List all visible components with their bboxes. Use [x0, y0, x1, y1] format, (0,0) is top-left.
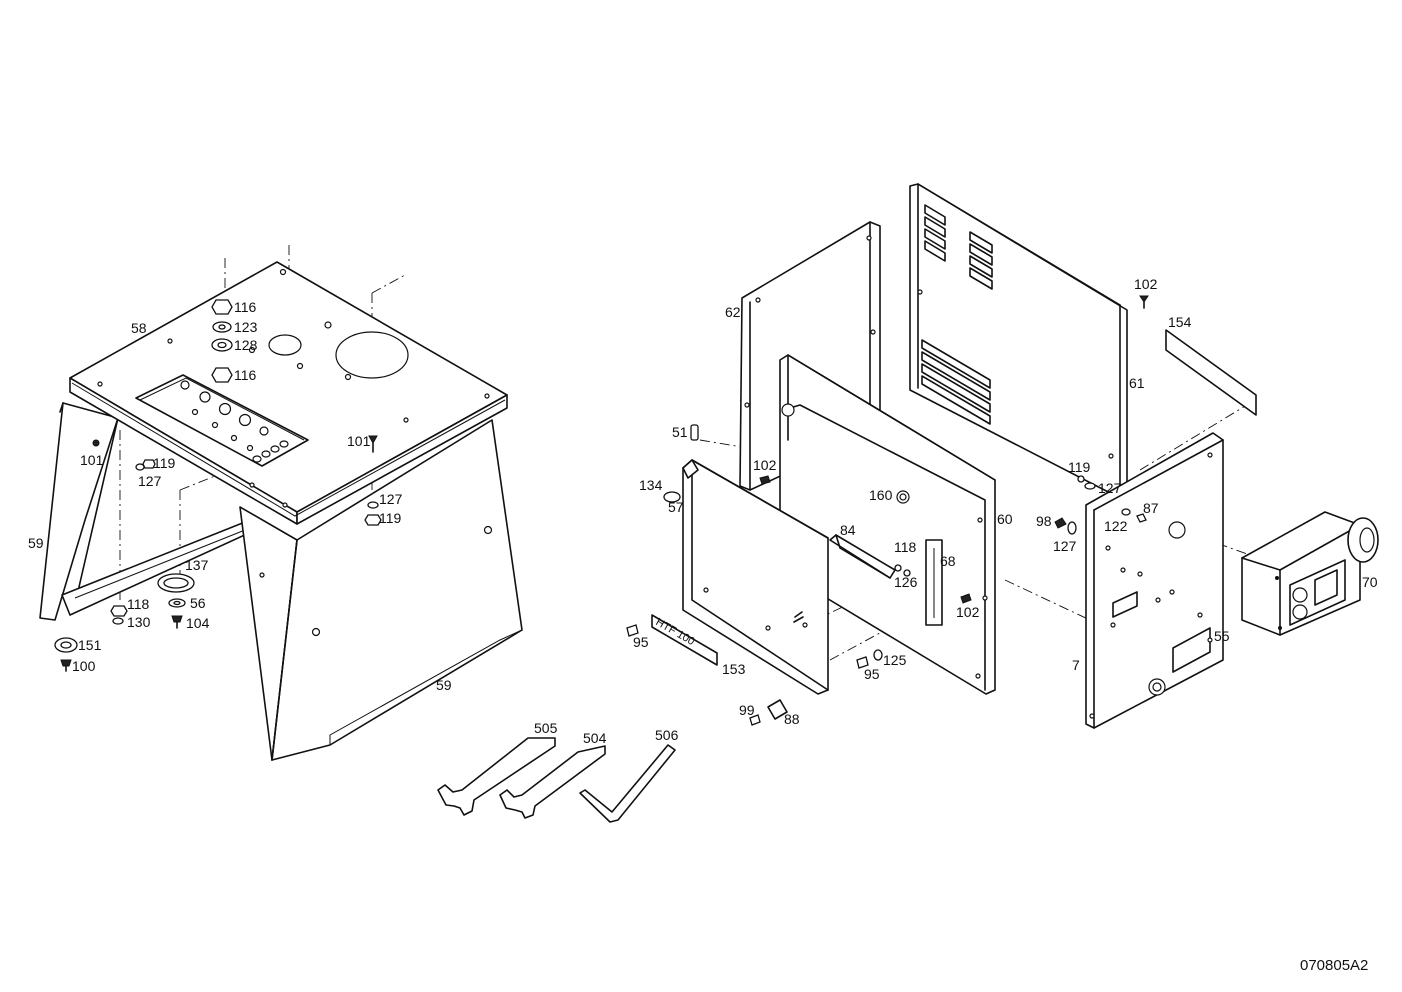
- callout-127-housing-a: 127: [1098, 480, 1122, 496]
- callout-118-left: 118: [127, 596, 150, 612]
- callout-84: 84: [840, 522, 856, 538]
- callout-95-left: 95: [633, 634, 649, 650]
- callout-122: 122: [1104, 518, 1128, 534]
- callout-160: 160: [869, 487, 893, 503]
- callout-128: 128: [234, 337, 258, 353]
- housing-assembly: [626, 183, 1379, 729]
- callout-127-left: 127: [138, 473, 162, 489]
- callout-60: 60: [997, 511, 1013, 527]
- callout-127-housing-b: 127: [1053, 538, 1077, 554]
- callout-59-back: 59: [28, 535, 44, 551]
- callout-51: 51: [672, 424, 688, 440]
- callout-123: 123: [234, 319, 258, 335]
- callout-119-housing: 119: [1068, 459, 1091, 475]
- callout-99: 99: [739, 702, 755, 718]
- spindle-opening: [335, 331, 409, 379]
- callout-57: 57: [668, 499, 684, 515]
- callout-137: 137: [185, 557, 209, 573]
- callout-101-right: 101: [347, 433, 371, 449]
- callout-116b: 116: [234, 367, 257, 383]
- hex-key-506: [579, 744, 676, 823]
- open-end-wrench-504: [499, 745, 606, 819]
- callout-68: 68: [940, 553, 956, 569]
- callout-59-front: 59: [436, 677, 452, 693]
- callout-61: 61: [1129, 375, 1145, 391]
- tools: [437, 737, 676, 823]
- callout-505: 505: [534, 720, 558, 736]
- callout-127-right: 127: [379, 491, 403, 507]
- callout-118-right: 118: [894, 539, 917, 555]
- label-sticker: [1165, 329, 1257, 416]
- name-plate: [651, 614, 718, 666]
- callout-151: 151: [78, 637, 102, 653]
- small-opening: [268, 334, 302, 356]
- figure-code: 070805A2: [1300, 957, 1369, 974]
- switch-plate-recess: [135, 374, 309, 467]
- washer-stack: [211, 299, 233, 383]
- table-stand: [39, 245, 523, 761]
- vent-slots: [921, 204, 993, 425]
- callout-58: 58: [131, 320, 147, 336]
- callout-98: 98: [1036, 513, 1052, 529]
- callout-100: 100: [72, 658, 96, 674]
- callout-101-left: 101: [80, 452, 104, 468]
- callout-104: 104: [186, 615, 210, 631]
- switch-box: [1241, 511, 1379, 636]
- callout-70: 70: [1362, 574, 1378, 590]
- callout-95-right: 95: [864, 666, 880, 682]
- callout-116a: 116: [234, 299, 257, 315]
- callout-153: 153: [722, 661, 746, 677]
- open-end-wrench-505: [437, 737, 556, 816]
- callout-102-mid: 102: [753, 457, 777, 473]
- callout-130: 130: [127, 614, 151, 630]
- callout-504: 504: [583, 730, 607, 746]
- callout-134: 134: [639, 477, 663, 493]
- callout-62: 62: [725, 304, 741, 320]
- callout-506: 506: [655, 727, 679, 743]
- callout-87: 87: [1143, 500, 1159, 516]
- callout-88: 88: [784, 711, 800, 727]
- callout-119-left: 119: [153, 455, 176, 471]
- callout-119-right: 119: [379, 510, 402, 526]
- callout-154: 154: [1168, 314, 1192, 330]
- callout-125: 125: [883, 652, 907, 668]
- callout-102-lower: 102: [956, 604, 980, 620]
- lower-brace: [61, 519, 263, 616]
- callout-126: 126: [894, 574, 918, 590]
- callout-56: 56: [190, 595, 206, 611]
- callout-7: 7: [1072, 657, 1080, 673]
- callout-55: 55: [1214, 628, 1230, 644]
- callout-102-top: 102: [1134, 276, 1158, 292]
